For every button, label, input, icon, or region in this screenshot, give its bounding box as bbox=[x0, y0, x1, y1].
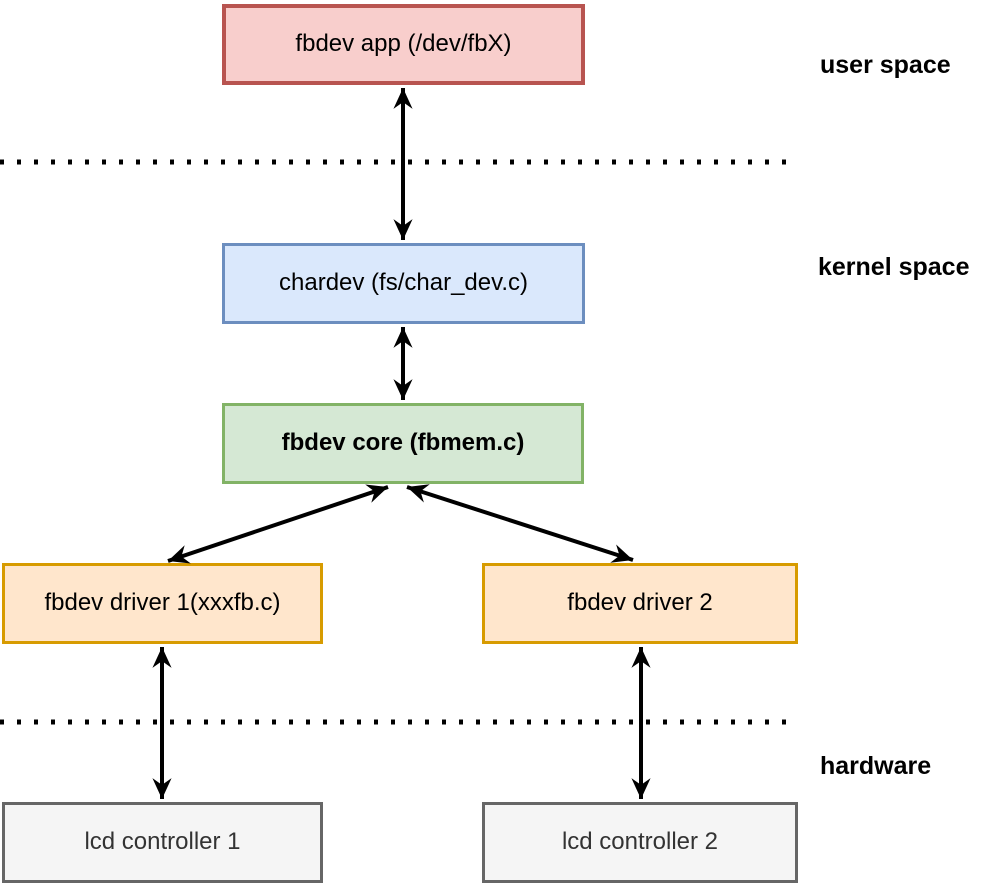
node-lcd-controller-1-label: lcd controller 1 bbox=[84, 828, 241, 856]
node-lcd-controller-1: lcd controller 1 bbox=[2, 802, 323, 883]
zone-label-kernel-space: kernel space bbox=[818, 253, 970, 281]
node-chardev: chardev (fs/char_dev.c) bbox=[222, 243, 585, 324]
node-fbdev-app: fbdev app (/dev/fbX) bbox=[222, 4, 585, 85]
node-lcd-controller-2: lcd controller 2 bbox=[482, 802, 798, 883]
node-fbdev-driver-2-label: fbdev driver 2 bbox=[567, 589, 713, 617]
node-fbdev-core: fbdev core (fbmem.c) bbox=[222, 403, 584, 484]
node-fbdev-driver-1: fbdev driver 1(xxxfb.c) bbox=[2, 563, 323, 644]
node-chardev-label: chardev (fs/char_dev.c) bbox=[279, 269, 528, 297]
node-fbdev-driver-1-label: fbdev driver 1(xxxfb.c) bbox=[44, 589, 281, 617]
zone-label-user-space: user space bbox=[820, 51, 951, 79]
arrow-fbdev-core-driver-1 bbox=[167, 484, 389, 564]
node-fbdev-app-label: fbdev app (/dev/fbX) bbox=[295, 30, 512, 58]
node-fbdev-core-label: fbdev core (fbmem.c) bbox=[281, 429, 525, 457]
node-lcd-controller-2-label: lcd controller 2 bbox=[561, 828, 719, 856]
zone-label-hardware: hardware bbox=[820, 752, 932, 780]
node-fbdev-driver-2: fbdev driver 2 bbox=[482, 563, 798, 644]
arrow-fbdev-core-driver-2 bbox=[406, 484, 634, 563]
